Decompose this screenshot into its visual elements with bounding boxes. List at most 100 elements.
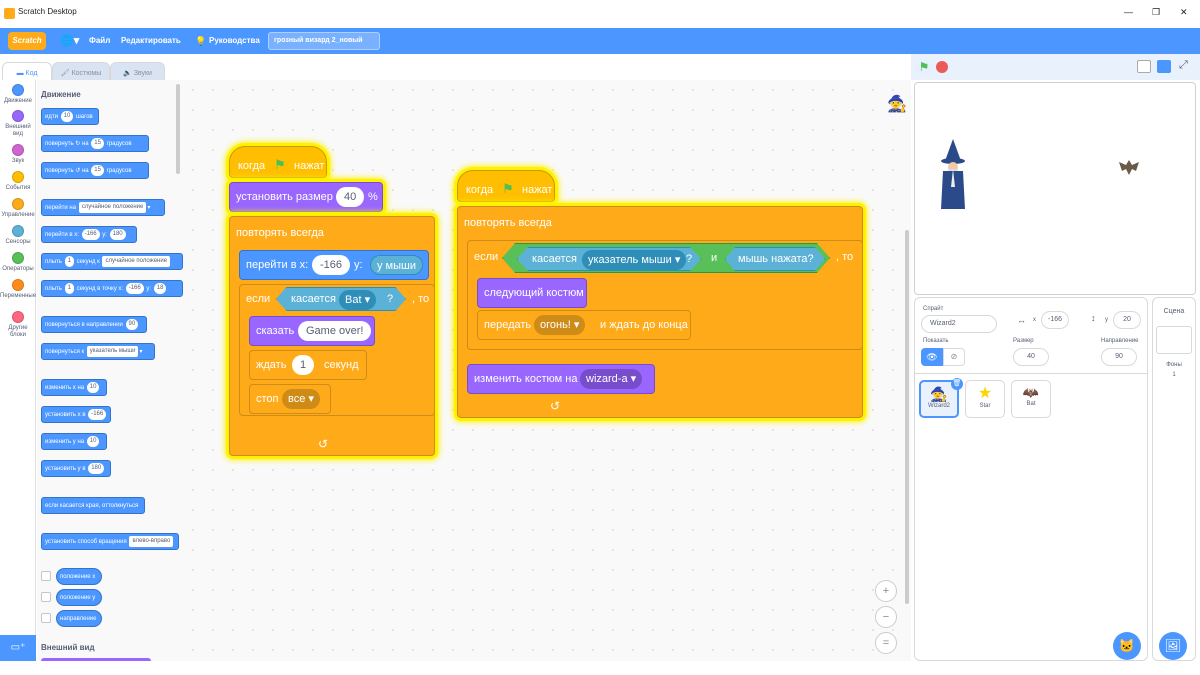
reporter-direction[interactable]: направление <box>56 610 102 627</box>
y-position-input[interactable]: 20 <box>1113 311 1141 329</box>
hide-sprite-button[interactable]: ⊘ <box>943 348 965 366</box>
bat-sprite[interactable] <box>1117 157 1141 177</box>
zoom-reset-button[interactable]: = <box>875 632 897 654</box>
direction-input[interactable]: 90 <box>1101 348 1137 366</box>
star-thumb-icon: ★ <box>977 385 993 402</box>
fullscreen-icon[interactable]: ⤢ <box>1179 59 1188 71</box>
block-switch-costume[interactable]: изменить костюм на wizard-a ▾ <box>467 364 655 394</box>
block-turn-left[interactable]: повернуть ↺ на 15 градусов <box>41 162 149 179</box>
block-point-towards[interactable]: повернуться к указатель мыши▾ <box>41 343 155 360</box>
checkbox-direction[interactable] <box>41 613 51 623</box>
globe-icon[interactable]: 🌐▾ <box>60 35 80 47</box>
script-2-glow: когда ⚑ нажат повторять всегда ↺ если ка… <box>449 162 869 432</box>
block-set-y[interactable]: установить у в 180 <box>41 460 111 477</box>
app-icon <box>4 8 15 19</box>
block-move[interactable]: идти 10 шагов <box>41 108 99 125</box>
block-turn-right[interactable]: повернуть ↻ на 15 градусов <box>41 135 149 152</box>
close-button[interactable]: ✕ <box>1180 7 1188 17</box>
block-wait[interactable]: ждать 1 секунд <box>249 350 367 380</box>
add-sprite-button[interactable]: 🐱 <box>1113 632 1141 660</box>
block-goto-xy[interactable]: перейти в x: -166 y: 180 <box>41 226 137 243</box>
category-7[interactable]: Переменные <box>0 279 36 300</box>
checkbox-x-position[interactable] <box>41 571 51 581</box>
block-set-size[interactable]: установить размер 40 % <box>229 182 383 212</box>
block-palette: Движение идти 10 шагов повернуть ↻ на 15… <box>37 80 183 661</box>
category-3[interactable]: События <box>0 171 36 192</box>
stage-panel[interactable]: Сцена Фоны 1 🖼 <box>1152 297 1196 661</box>
block-set-x[interactable]: установить х в -166 <box>41 406 111 423</box>
stage[interactable] <box>914 82 1196 295</box>
show-sprite-button[interactable]: 👁 <box>921 348 943 366</box>
sensing-touching-bat[interactable]: касается Bat ▾ ? <box>276 287 406 311</box>
palette-section-looks: Внешний вид <box>41 643 95 652</box>
green-flag-button[interactable]: ⚑ <box>916 59 932 75</box>
category-dot-icon <box>12 252 24 264</box>
reporter-x-position[interactable]: положение x <box>56 568 102 585</box>
edit-menu[interactable]: Редактировать <box>121 36 181 45</box>
reporter-y-position[interactable]: положение y <box>56 589 102 606</box>
sprite-thumb-star[interactable]: ★ Star <box>965 380 1005 418</box>
bat-thumb-icon: 🦇 <box>1022 385 1040 400</box>
block-stop[interactable]: стоп все ▾ <box>249 384 331 414</box>
block-point-direction[interactable]: повернуться в направлении 90 <box>41 316 147 333</box>
block-say[interactable]: сказать Game over! <box>249 316 375 346</box>
block-glide[interactable]: плыть 1 секунд к случайное положение <box>41 253 183 270</box>
wizard-thumb-icon: 🧙 <box>930 386 948 402</box>
extension-button[interactable]: ▭⁺ <box>0 635 36 661</box>
minimize-button[interactable]: — <box>1124 7 1133 17</box>
sprite-label: Спрайт <box>923 306 944 312</box>
x-position-input[interactable]: -166 <box>1041 311 1069 329</box>
block-goto[interactable]: перейти на случайное положение▾ <box>41 199 165 216</box>
tab-costumes[interactable]: 🖌 Костюмы <box>52 62 110 84</box>
sprite-thumb-bat[interactable]: 🦇 Bat <box>1011 380 1051 418</box>
stop-button[interactable] <box>936 61 948 73</box>
maximize-button[interactable]: ❐ <box>1152 7 1161 17</box>
category-dot-icon <box>12 225 24 237</box>
file-menu[interactable]: Файл <box>89 36 111 45</box>
block-rotation-style[interactable]: установить способ вращения влево-вправо <box>41 533 179 550</box>
palette-scrollbar[interactable] <box>176 84 180 174</box>
tab-sounds[interactable]: 🔈 Звуки <box>110 62 165 84</box>
scratch-logo[interactable]: Scratch <box>8 32 46 50</box>
category-0[interactable]: Движение <box>0 84 36 105</box>
large-stage-button[interactable] <box>1157 60 1171 73</box>
palette-looks-peek <box>41 658 151 661</box>
workspace-scrollbar[interactable] <box>905 230 909 604</box>
category-4[interactable]: Управление <box>0 198 36 219</box>
sprite-pane: Спрайт Wizard2 ↔ x -166 ↕ y 20 Показать … <box>914 297 1148 661</box>
code-workspace[interactable]: 🧙 когда ⚑ нажат установить размер 40 % п… <box>183 80 911 661</box>
stage-thumb[interactable] <box>1156 326 1192 354</box>
category-5[interactable]: Сенсоры <box>0 225 36 246</box>
brush-icon: 🖌 <box>60 70 72 77</box>
delete-sprite-icon[interactable]: 🗑 <box>951 378 963 390</box>
block-goto-xy-1[interactable]: перейти в x: -166 y: у мыши <box>239 250 429 280</box>
category-2[interactable]: Звук <box>0 144 36 165</box>
tutorials-menu[interactable]: Руководства <box>209 36 260 45</box>
category-dot-icon <box>12 198 24 210</box>
block-bounce[interactable]: если касается края, оттолкнуться <box>41 497 145 514</box>
hat-when-flag-clicked[interactable]: когда ⚑ нажат <box>229 146 327 178</box>
category-6[interactable]: Операторы <box>0 252 36 273</box>
block-change-y[interactable]: изменить у на 10 <box>41 433 107 450</box>
block-glide-xy[interactable]: плыть 1 секунд в точку x: -166 y: 18 <box>41 280 183 297</box>
operator-and[interactable]: касается указатель мыши ▾ ? и мышь нажат… <box>502 243 830 273</box>
block-change-x[interactable]: изменить х на 10 <box>41 379 107 396</box>
zoom-in-button[interactable]: + <box>875 580 897 602</box>
sensing-touching-mouse[interactable]: касается указатель мыши ▾ ? <box>517 247 701 271</box>
wizard-sprite[interactable] <box>937 139 969 211</box>
project-name-input[interactable]: грозный визард 2_новый <box>268 32 380 50</box>
category-8[interactable]: Другие блоки <box>0 311 36 339</box>
checkbox-y-position[interactable] <box>41 592 51 602</box>
category-1[interactable]: Внешний вид <box>0 110 36 138</box>
sensing-mouse-down[interactable]: мышь нажата? <box>725 247 825 271</box>
block-next-costume[interactable]: следующий костюм <box>477 278 587 308</box>
script-1-glow: когда ⚑ нажат установить размер 40 % пов… <box>221 138 441 464</box>
block-broadcast-wait[interactable]: передать огонь! ▾ и ждать до конца <box>477 310 691 340</box>
zoom-out-button[interactable]: − <box>875 606 897 628</box>
add-backdrop-button[interactable]: 🖼 <box>1159 632 1187 660</box>
sprite-thumb-wizard2[interactable]: 🧙 Wizard2 🗑 <box>919 378 963 418</box>
sprite-name-input[interactable]: Wizard2 <box>921 315 997 333</box>
hat-when-flag-clicked-2[interactable]: когда ⚑ нажат <box>457 170 555 202</box>
size-input[interactable]: 40 <box>1013 348 1049 366</box>
small-stage-button[interactable] <box>1137 60 1151 73</box>
